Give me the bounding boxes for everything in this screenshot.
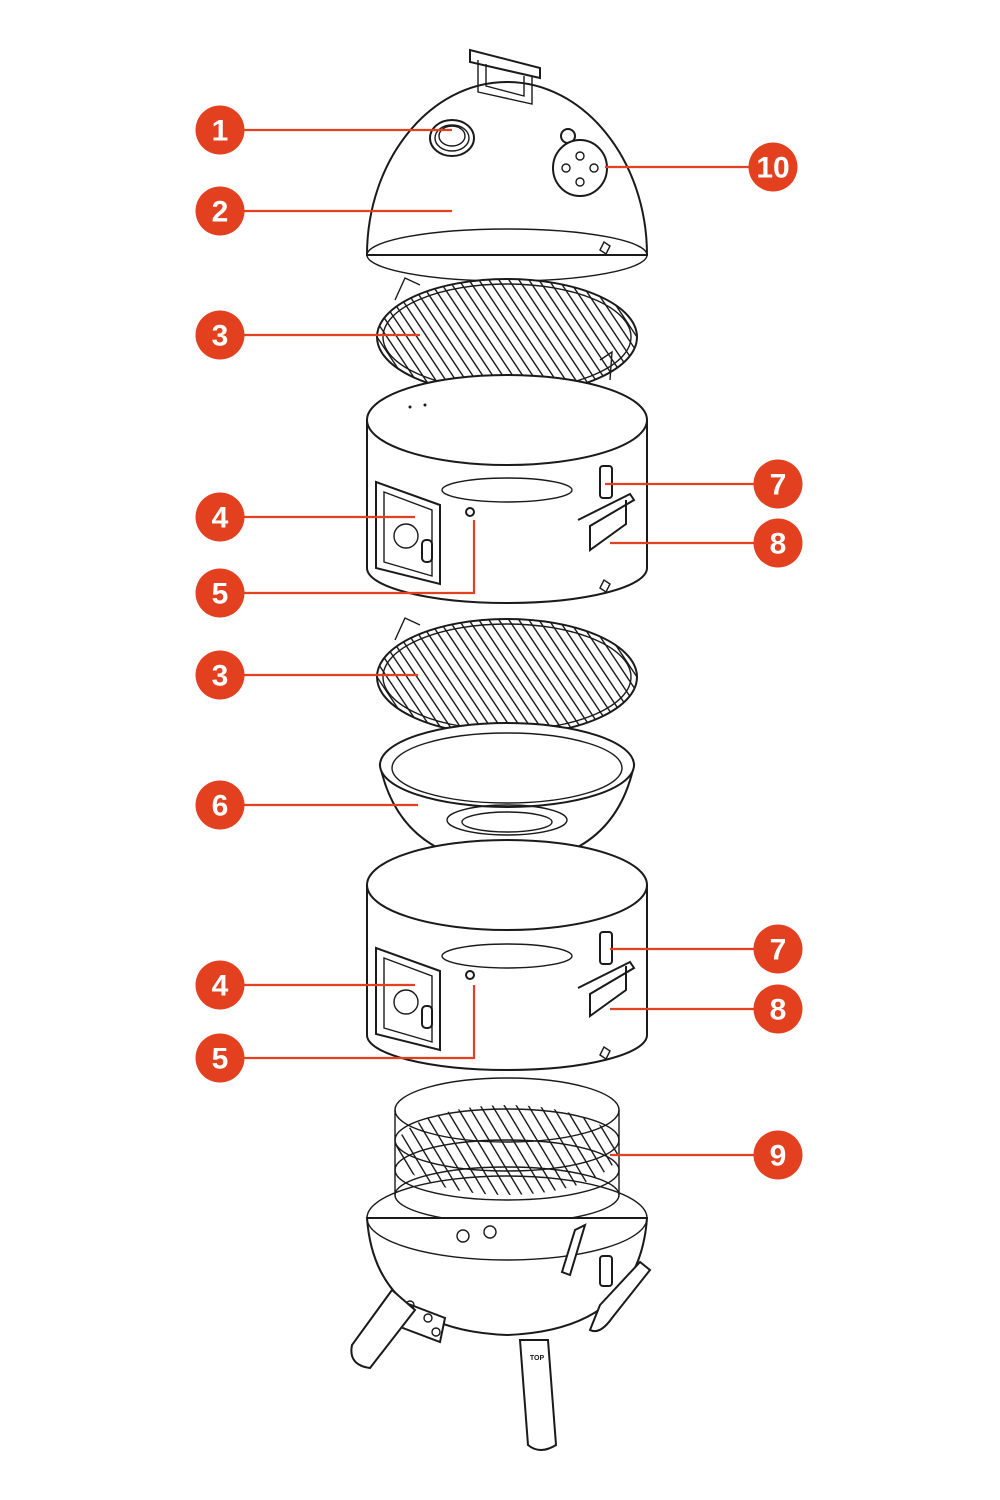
charcoal-basket bbox=[394, 1077, 620, 1224]
callout-badge bbox=[753, 924, 803, 974]
water-pan bbox=[378, 722, 636, 867]
lid-handle bbox=[469, 48, 541, 105]
smoker-section-upper bbox=[366, 374, 648, 604]
callout-c3b: 3 bbox=[195, 650, 418, 700]
callout-number: 8 bbox=[770, 994, 787, 1027]
callout-number: 3 bbox=[212, 660, 229, 693]
callout-c4b: 4 bbox=[195, 960, 415, 1010]
callout-badge bbox=[195, 650, 245, 700]
side-handle bbox=[577, 492, 636, 552]
lid bbox=[365, 48, 649, 282]
smoker-section-lower bbox=[366, 839, 648, 1071]
callout-badge bbox=[748, 142, 798, 192]
callout-number: 9 bbox=[770, 1140, 787, 1173]
top-vent bbox=[552, 128, 608, 197]
callout-badge bbox=[195, 310, 245, 360]
callout-c5b: 5 bbox=[195, 985, 476, 1083]
leader-line bbox=[244, 520, 476, 595]
callout-badge bbox=[753, 1130, 803, 1180]
callout-badge bbox=[195, 492, 245, 542]
cooking-grate-lower bbox=[376, 617, 638, 736]
latch bbox=[599, 465, 613, 499]
callout-number: 4 bbox=[212, 970, 229, 1003]
callout-badge bbox=[195, 568, 245, 618]
callout-c8b: 8 bbox=[610, 984, 803, 1034]
callout-c9: 9 bbox=[610, 1130, 803, 1180]
callout-badge bbox=[195, 105, 245, 155]
access-door bbox=[375, 946, 441, 1052]
callout-c10: 10 bbox=[605, 142, 798, 192]
leg-stamp-text: TOP bbox=[530, 1355, 545, 1362]
callout-c7b: 7 bbox=[610, 924, 803, 974]
callout-c6: 6 bbox=[195, 780, 418, 830]
callout-c5a: 5 bbox=[195, 520, 476, 618]
legs: TOP bbox=[350, 1260, 652, 1451]
callout-number: 10 bbox=[756, 152, 789, 185]
callout-number: 8 bbox=[770, 528, 787, 561]
callout-number: 6 bbox=[212, 790, 229, 823]
access-door bbox=[375, 480, 441, 586]
thermometer bbox=[429, 119, 475, 157]
callout-number: 3 bbox=[212, 320, 229, 353]
callout-c3a: 3 bbox=[195, 310, 420, 360]
callout-badge bbox=[195, 780, 245, 830]
callout-badge bbox=[195, 960, 245, 1010]
callouts: 1 2 3 4 5 3 6 4 5 10 7 8 7 8 9 bbox=[195, 105, 803, 1180]
callout-number: 2 bbox=[212, 196, 229, 229]
callout-badge bbox=[753, 459, 803, 509]
callout-badge bbox=[195, 1033, 245, 1083]
callout-number: 1 bbox=[212, 115, 229, 148]
callout-c2: 2 bbox=[195, 186, 452, 236]
callout-number: 4 bbox=[212, 502, 229, 535]
callout-c1: 1 bbox=[195, 105, 452, 155]
cooking-grate-upper bbox=[376, 277, 638, 396]
callout-c4a: 4 bbox=[195, 492, 415, 542]
callout-badge bbox=[753, 984, 803, 1034]
callout-badge bbox=[195, 186, 245, 236]
leader-line bbox=[244, 985, 476, 1060]
callout-c7a: 7 bbox=[605, 459, 803, 509]
callout-c8a: 8 bbox=[610, 518, 803, 568]
callout-badge bbox=[753, 518, 803, 568]
callout-number: 7 bbox=[770, 469, 787, 502]
callout-number: 7 bbox=[770, 934, 787, 967]
callout-number: 5 bbox=[212, 578, 229, 611]
callout-number: 5 bbox=[212, 1043, 229, 1076]
